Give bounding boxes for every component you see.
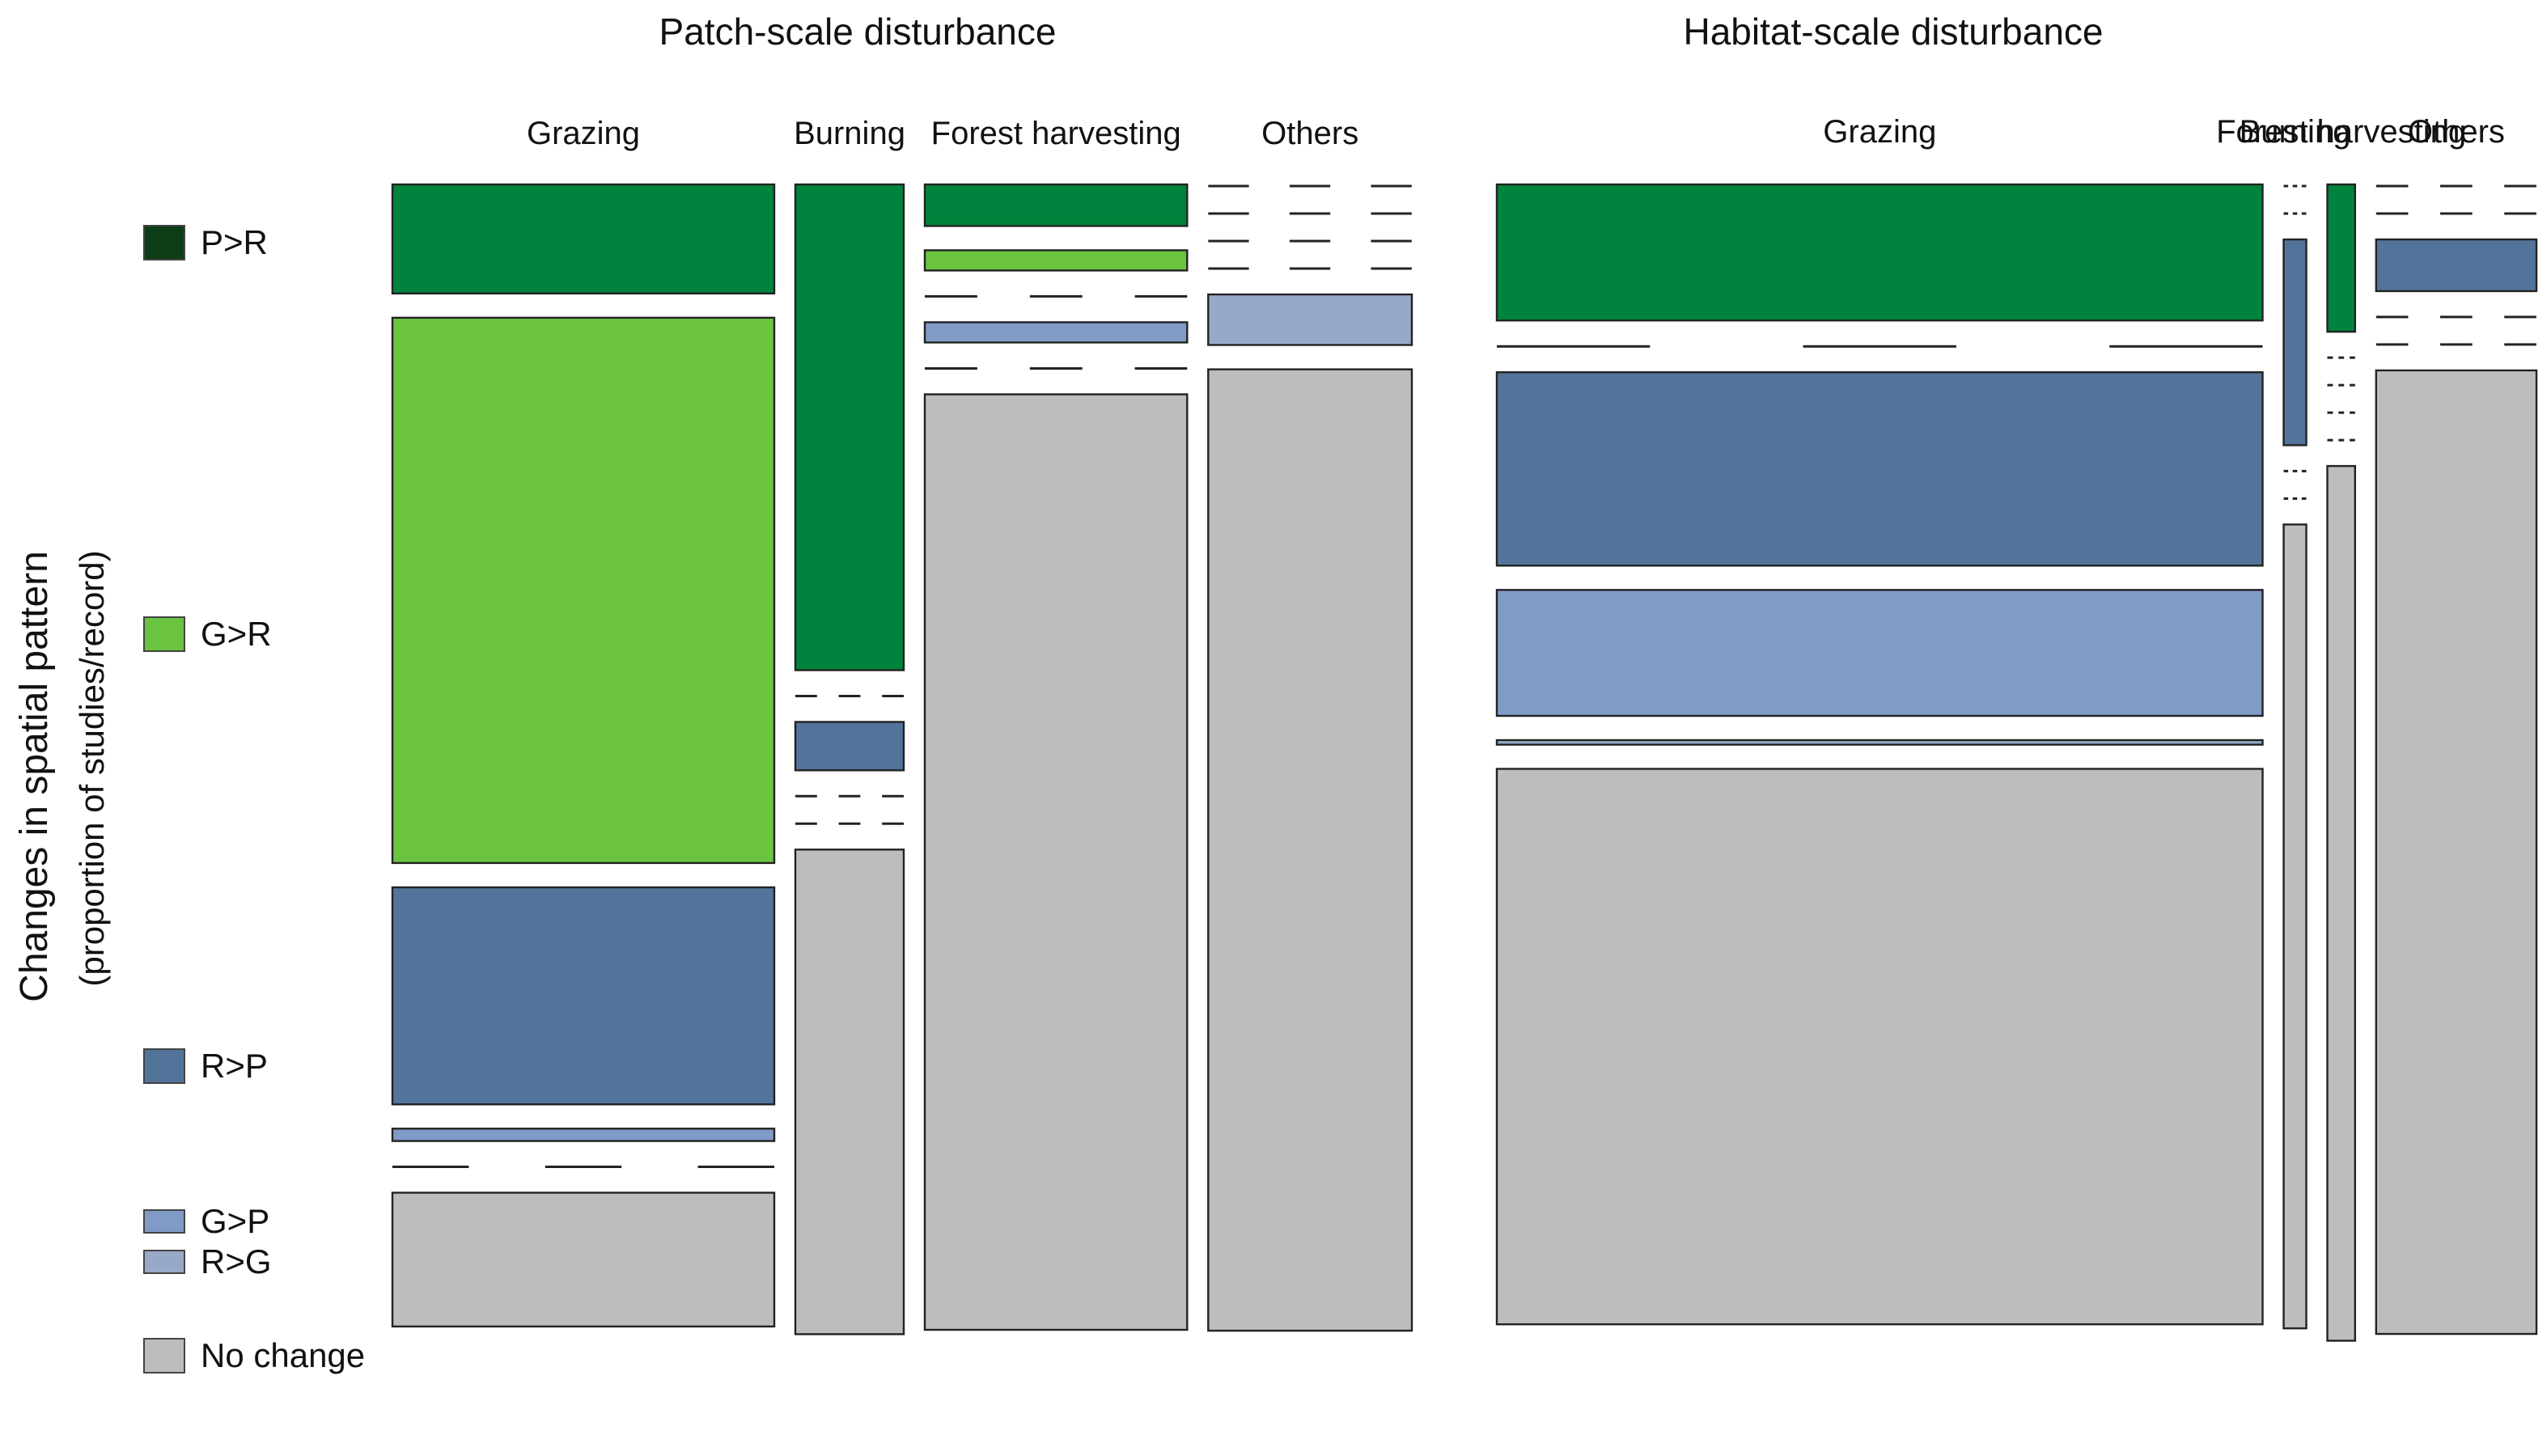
tile-grazing-g-p [1495,589,2264,717]
legend-item-p-r: P>R [143,223,268,261]
legend-swatch-r-g [143,1250,185,1274]
tile-grazing-r-g [1495,739,2264,746]
column-others [2375,184,2538,1335]
legend-swatch-r-p [143,1048,185,1084]
tile-others-r-p [2375,238,2538,293]
legend-label-g-p: G>P [201,1202,269,1240]
tile-grazing-no-change [391,1191,776,1328]
legend-swatch-p-r [143,225,185,260]
tile-grazing-no-change [1495,768,2264,1326]
column-label-burning: Burning [794,116,905,151]
column-others [1207,184,1413,1332]
legend-swatch-g-r [143,616,185,652]
legend-swatch-g-p [143,1209,185,1234]
tile-burning-r-p [794,721,905,772]
panel-title-patch: Patch-scale disturbance [659,11,1057,53]
panel-patch-scale-disturbance [391,183,1413,1335]
legend-label-p-r: P>R [201,223,268,261]
panel-title-habitat: Habitat-scale disturbance [1683,11,2103,53]
tile-others-no-change [2375,369,2538,1335]
tile-burning-p-r [794,183,905,671]
tile-forest-harvesting-g-p [923,321,1189,344]
column-burning [794,183,905,1335]
legend: P>R G>R R>P G>PR>G No change [143,223,365,1374]
tile-grazing-r-p [391,886,776,1106]
legend-item-g-r: G>R [143,615,272,653]
legend-label-no-change: No change [201,1336,365,1374]
legend-label-r-g: R>G [201,1242,272,1280]
legend-label-r-p: R>P [201,1047,268,1085]
column-grazing [1495,183,2264,1326]
legend-label-g-r: G>R [201,615,272,653]
column-grazing [391,183,776,1328]
column-forest-harvesting [923,183,1189,1331]
tile-grazing-r-p [1495,371,2264,567]
legend-item-g-p: G>P [143,1202,269,1240]
tile-forest-harvesting-p-r [923,183,1189,227]
y-axis-title: Changes in spatial pattern [13,551,56,1002]
column-label-grazing: Grazing [1823,114,1936,150]
tile-burning-no-change [2282,523,2308,1330]
tile-others-r-g [1207,293,1413,346]
tile-forest-harvesting-g-r [923,249,1189,272]
legend-item-no-change: No change [143,1336,365,1374]
column-label-burning: Burning [2240,114,2351,150]
column-label-grazing: Grazing [527,116,640,151]
tile-others-no-change [1207,368,1413,1332]
tile-grazing-g-r [391,316,776,865]
column-label-others: Others [1261,116,1358,151]
legend-swatch-no-change [143,1338,185,1373]
column-label-forest-harvesting: Forest harvesting [2216,114,2466,150]
tile-grazing-g-p [391,1128,776,1142]
tile-burning-no-change [794,849,905,1335]
tile-forest-harvesting-no-change [923,393,1189,1331]
column-label-forest-harvesting: Forest harvesting [931,116,1181,151]
plot-area [391,183,2538,1342]
tile-forest-harvesting-p-r [2326,183,2356,333]
tile-burning-r-p [2282,238,2308,447]
legend-item-r-p: R>P [143,1047,268,1085]
panel-habitat-scale-disturbance [1495,183,2538,1342]
tile-grazing-p-r [391,183,776,295]
y-axis-subtitle: (proportion of studies/record) [73,550,111,986]
column-label-others: Others [2408,114,2505,150]
tile-grazing-p-r [1495,183,2264,322]
column-burning [2282,184,2308,1330]
legend-item-r-g: R>G [143,1242,272,1280]
column-forest-harvesting [2326,183,2356,1342]
tile-forest-harvesting-no-change [2326,464,2356,1342]
